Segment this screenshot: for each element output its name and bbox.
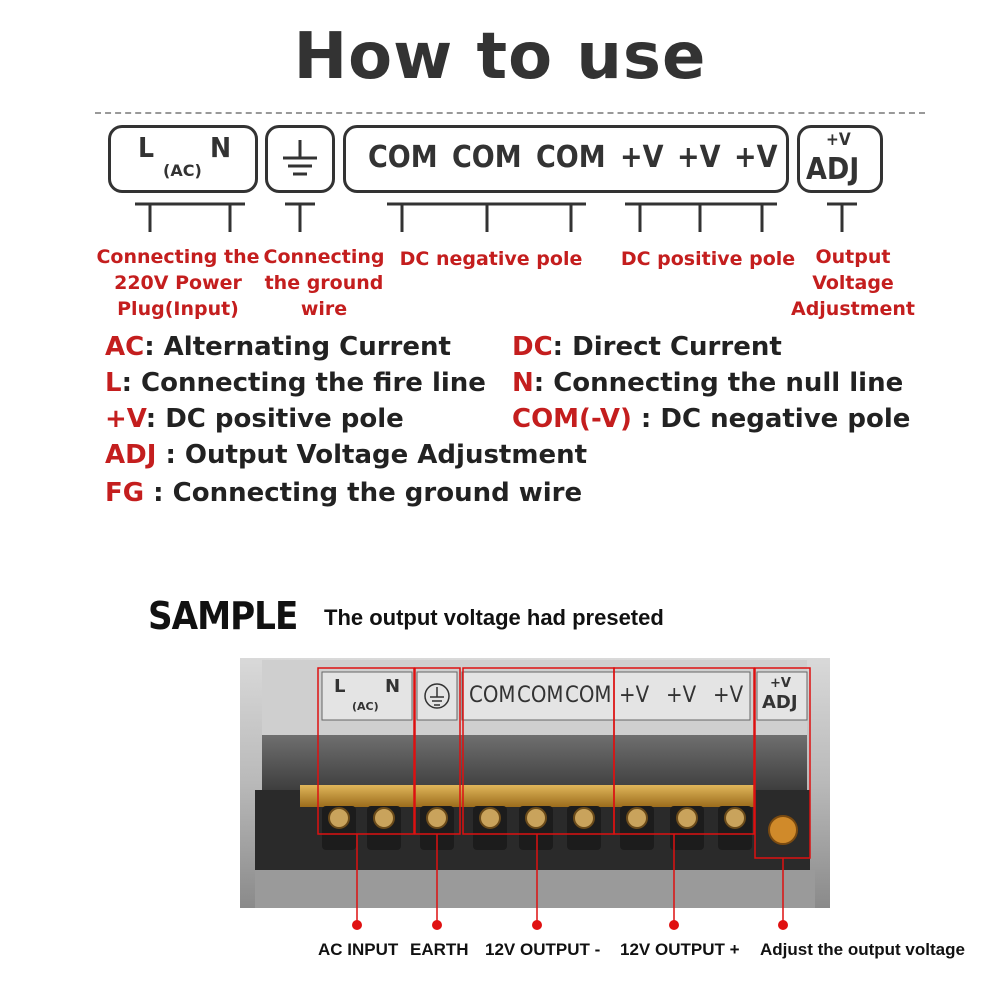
ac-input-box <box>108 125 258 193</box>
photo-terminal-com-1: COM <box>469 683 516 708</box>
adj-box <box>797 125 883 193</box>
dashed-divider <box>95 112 925 114</box>
terminal-ac-label: (AC) <box>163 161 202 180</box>
terminal-l: L <box>138 131 155 164</box>
callout-12v-output-pos: 12V OUTPUT + <box>620 940 740 959</box>
photo-terminal-n: N <box>385 676 401 697</box>
label-adj: Output Voltage Adjustment <box>790 246 916 320</box>
terminal-v-1: +V <box>620 140 664 175</box>
photo-terminal-v-1: +V <box>619 683 650 708</box>
callout-ac-input: AC INPUT <box>318 940 399 959</box>
legend-dc: DC: Direct Current <box>512 332 782 362</box>
page-title: How to use <box>293 20 707 94</box>
legend-adj: ADJ : Output Voltage Adjustment <box>105 440 588 470</box>
terminal-v-3: +V <box>734 140 778 175</box>
sample-heading: SAMPLE <box>148 594 298 638</box>
photo-terminal-com-3: COM <box>565 683 612 708</box>
callout-adjust-voltage: Adjust the output voltage <box>760 940 965 959</box>
callout-12v-output-neg: 12V OUTPUT - <box>485 940 601 959</box>
legend-n: N: Connecting the null line <box>512 368 904 398</box>
photo-terminal-adj-top: +V <box>770 676 791 691</box>
sample-note: The output voltage had preseted <box>324 605 664 630</box>
photo-terminal-v-2: +V <box>666 683 697 708</box>
terminal-adj-top: +V <box>826 130 851 150</box>
callout-earth: EARTH <box>410 940 469 959</box>
terminal-n: N <box>210 131 232 164</box>
photo-terminal-l: L <box>334 676 346 697</box>
terminal-com-3: COM <box>536 140 606 175</box>
terminal-com-1: COM <box>368 140 438 175</box>
legend-l: L: Connecting the fire line <box>105 368 486 398</box>
terminal-v-2: +V <box>677 140 721 175</box>
photo-terminal-adj-bottom: ADJ <box>762 692 798 713</box>
photo-terminal-ac: (AC) <box>352 700 379 713</box>
label-dc-positive: DC positive pole <box>620 248 796 270</box>
ground-box <box>265 125 335 193</box>
legend-ac: AC: Alternating Current <box>105 332 451 362</box>
legend-fg: FG : Connecting the ground wire <box>105 478 583 508</box>
label-ground-wire: Connecting the ground wire <box>263 246 385 320</box>
legend-com: COM(-V) : DC negative pole <box>512 404 911 434</box>
photo-terminal-com-2: COM <box>517 683 564 708</box>
legend-v: +V: DC positive pole <box>105 404 404 434</box>
label-power-input: Connecting the 220V Power Plug(Input) <box>96 246 260 320</box>
photo-terminal-v-3: +V <box>713 683 744 708</box>
label-dc-negative: DC negative pole <box>399 248 583 270</box>
terminal-com-2: COM <box>452 140 522 175</box>
terminal-adj-bottom: ADJ <box>806 152 860 187</box>
output-terminal-box <box>343 125 789 193</box>
